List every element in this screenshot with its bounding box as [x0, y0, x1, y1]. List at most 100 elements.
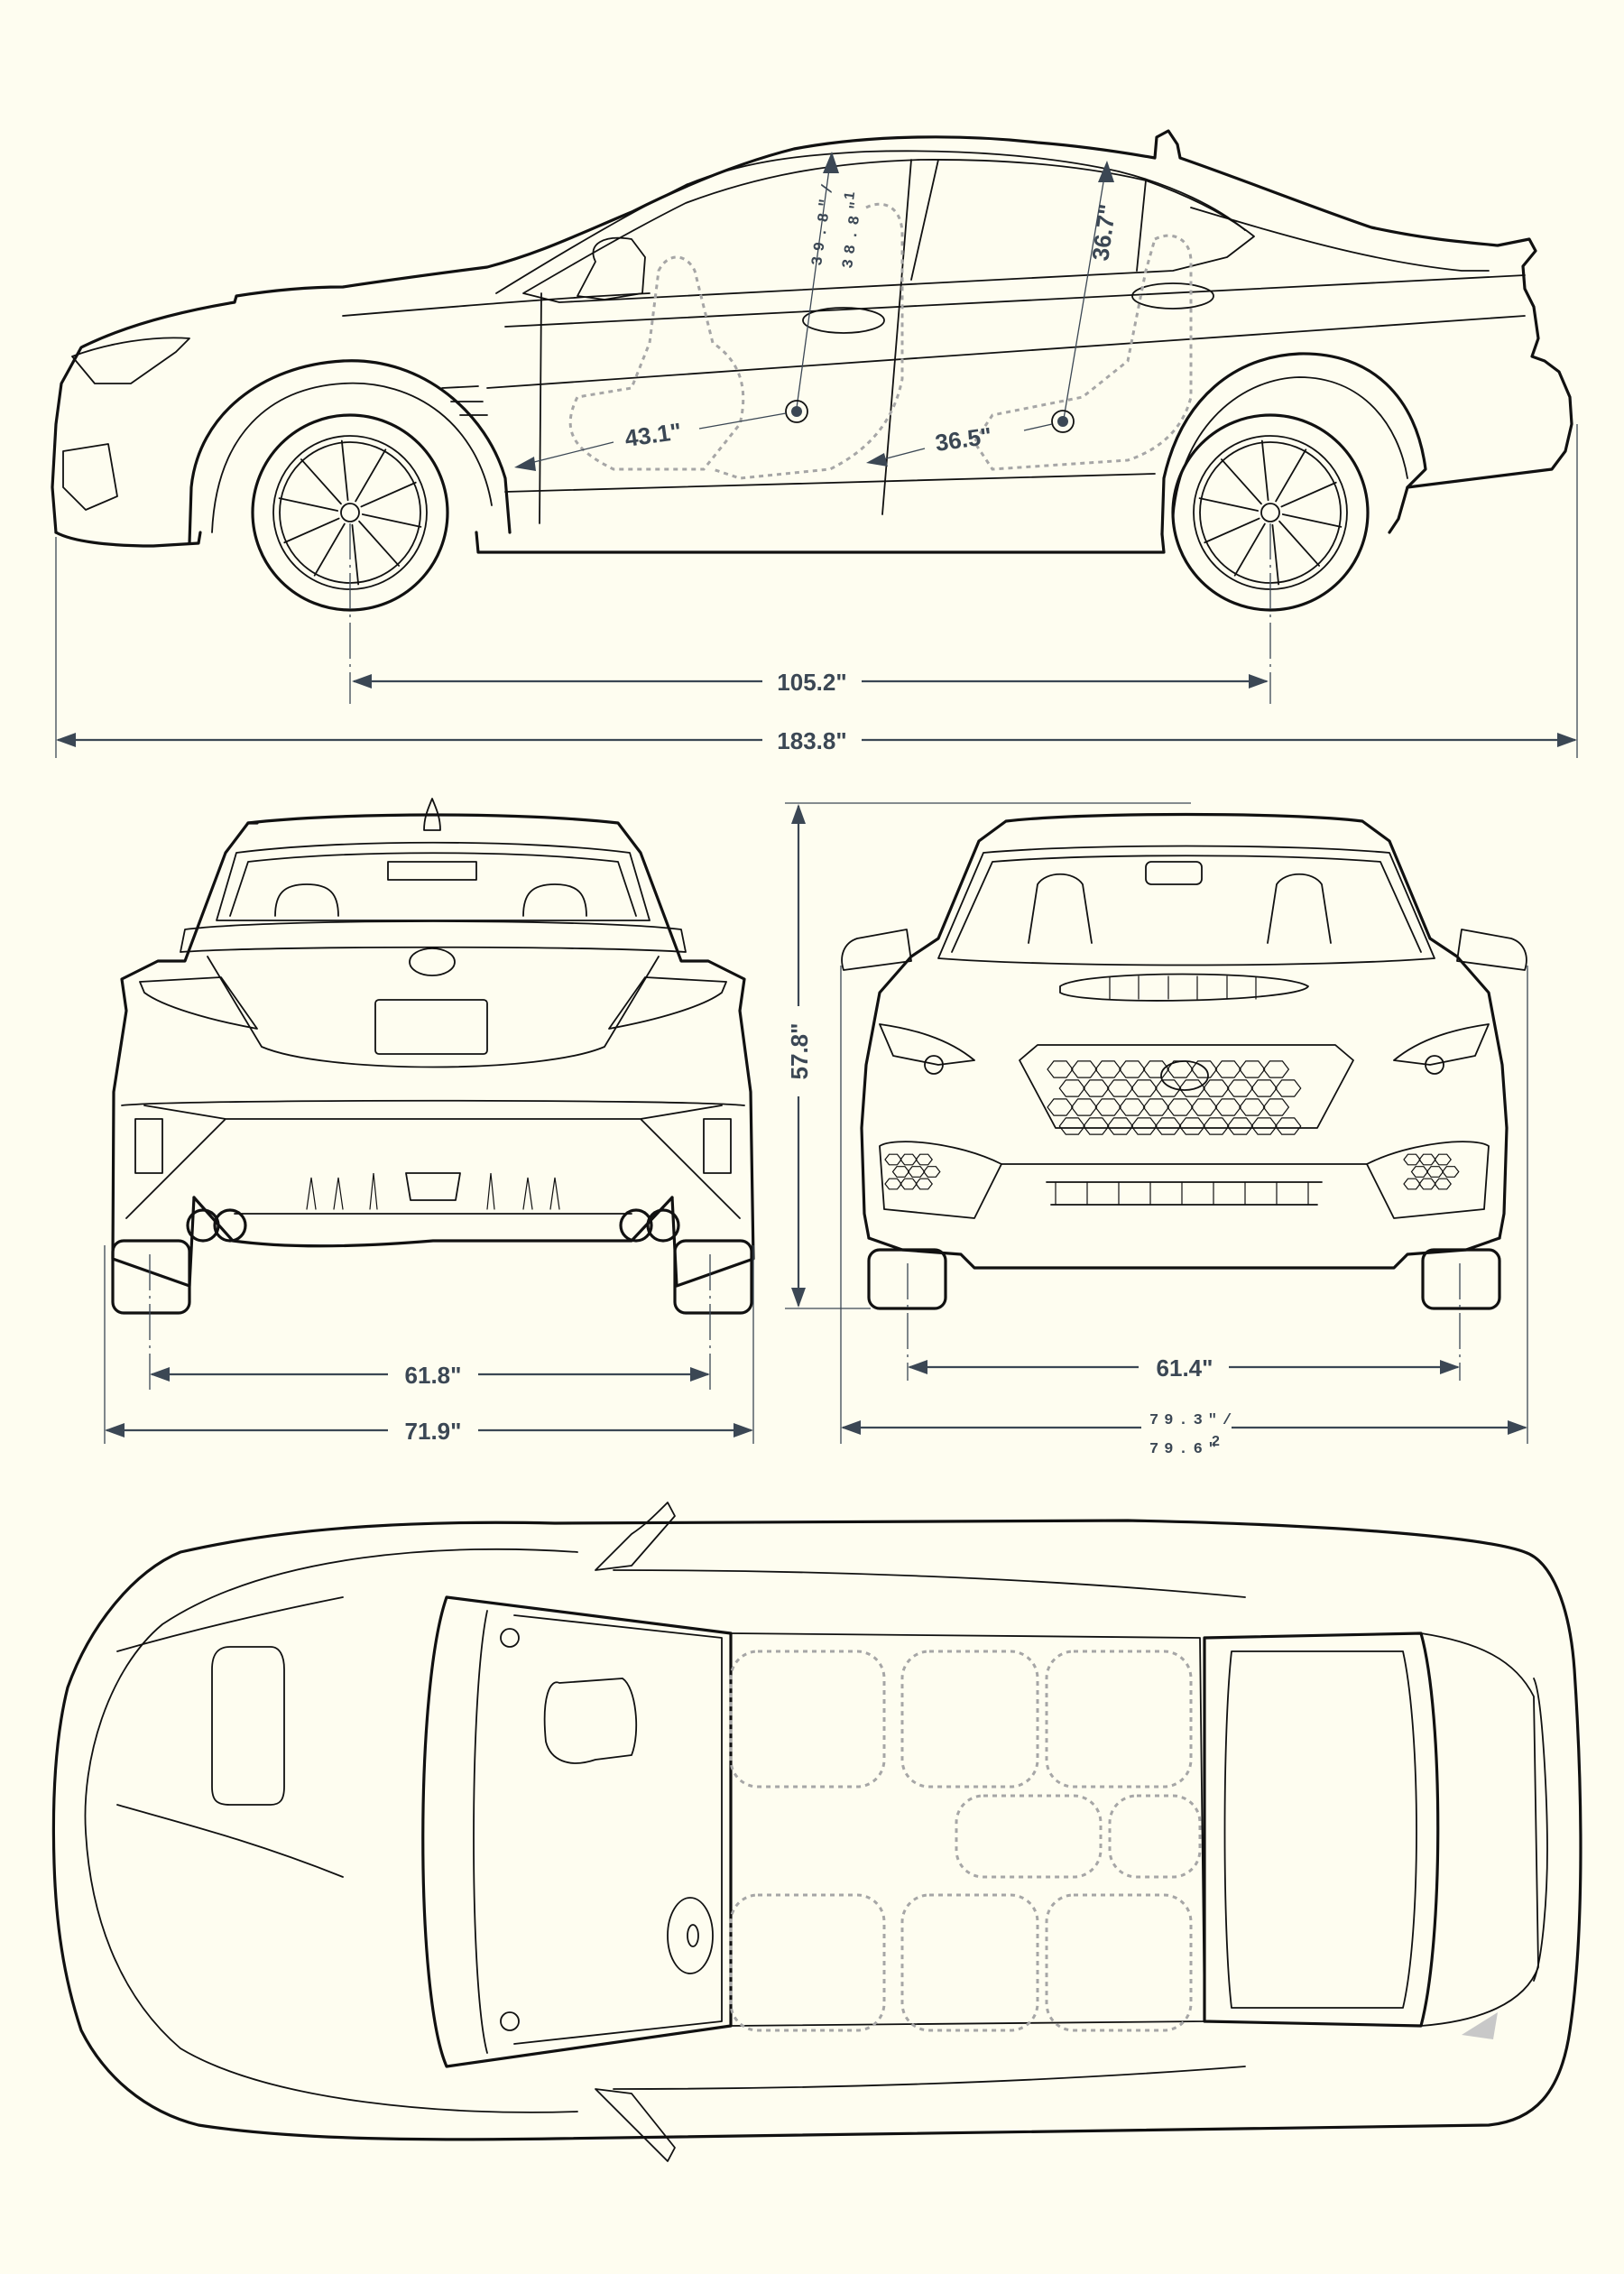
hex-cell	[1250, 1117, 1278, 1135]
side-beltline	[504, 274, 1526, 328]
wheel-spoke	[278, 497, 339, 512]
rear-headroom-arrow	[1098, 161, 1114, 182]
hex-cell	[1426, 1166, 1444, 1178]
front-hip-point-dot	[791, 406, 802, 417]
hex-cell	[1190, 1060, 1218, 1078]
front-legroom-arrow	[514, 457, 536, 471]
top-left-mirror	[595, 1502, 676, 1571]
wheel-spoke	[1220, 458, 1262, 505]
windshield-inner	[951, 855, 1422, 953]
shark-fin-antenna	[423, 798, 441, 831]
top-windshield	[421, 1595, 733, 2068]
rear-left-reflector	[134, 1118, 163, 1174]
rear-wheel	[1171, 413, 1370, 612]
rear-legroom-line-2	[879, 448, 926, 461]
width-with-mirrors-label-1: 79.3"/	[1149, 1412, 1237, 1429]
top-hood-line	[84, 1548, 578, 2113]
hex-cell	[1058, 1079, 1086, 1097]
wheel-spoke	[340, 439, 349, 502]
rear-legroom-arrow	[866, 453, 888, 467]
rear-legroom-line	[1023, 423, 1053, 431]
front-hip-point	[785, 400, 808, 423]
hex-cell	[923, 1166, 941, 1178]
rear-right-reflector	[703, 1118, 732, 1174]
seat-ghost-outline	[900, 1893, 1039, 2032]
grille-hex-mesh	[1047, 1060, 1302, 1135]
rear-legroom-label: 36.5"	[934, 421, 994, 456]
hex-cell	[1434, 1178, 1452, 1190]
side-trunk-line	[1190, 207, 1490, 272]
passenger-seat	[1267, 873, 1332, 944]
front-left-headlight	[879, 1023, 975, 1066]
front-right-mirror	[1456, 929, 1527, 971]
top-right-mirror	[595, 2088, 676, 2162]
fender-vents	[441, 385, 488, 416]
hex-cell	[1083, 1079, 1110, 1097]
driver-seat	[1028, 873, 1093, 944]
hex-cell	[1203, 1117, 1230, 1135]
rear-window	[216, 841, 651, 921]
top-steering-hub	[687, 1924, 699, 1947]
lower-intake	[1001, 1163, 1368, 1206]
hex-cell	[1262, 1098, 1290, 1116]
wheel-spoke	[358, 520, 401, 567]
front-right-fog-surround	[1366, 1141, 1490, 1219]
wheel-spoke	[351, 523, 360, 586]
hex-cell	[1047, 1098, 1074, 1116]
wheel-spoke	[1281, 513, 1343, 528]
side-c-pillar	[1136, 180, 1147, 272]
rear-left-taillight	[139, 976, 258, 1030]
hex-cell	[915, 1153, 933, 1166]
front-body-outline	[860, 812, 1509, 1240]
hex-cell	[1178, 1079, 1206, 1097]
side-mirror	[577, 236, 646, 300]
wheelbase-dimension: 105.2"	[352, 666, 1269, 697]
side-fog-light	[62, 443, 118, 511]
top-wiper-pivot-1	[500, 1628, 520, 1648]
hex-cell	[884, 1178, 902, 1190]
overall-height-label: 57.8"	[786, 1023, 813, 1080]
front-emblem	[1160, 1060, 1209, 1091]
seat-ghost-outline	[1108, 1794, 1202, 1879]
seat-ghost-outline	[729, 1650, 886, 1789]
front-legroom-line	[698, 412, 787, 430]
rear-left-headrest	[274, 883, 339, 917]
hex-cell	[1154, 1117, 1182, 1135]
front-right-headlight-lens	[1425, 1055, 1444, 1075]
hex-cell	[1226, 1117, 1254, 1135]
exhaust-tip-2	[213, 1208, 247, 1243]
seat-ghost-outline	[900, 1650, 1039, 1789]
top-seat-outlines	[729, 1650, 1202, 2032]
hex-cell	[1262, 1060, 1290, 1078]
hex-cell	[1094, 1098, 1121, 1116]
hex-cell	[1418, 1178, 1436, 1190]
rear-view-mirror	[387, 861, 477, 881]
rear-window-inner	[229, 852, 637, 917]
rear-right-tire	[673, 1239, 753, 1315]
rear-left-tire	[111, 1239, 191, 1315]
hex-cell	[1094, 1060, 1121, 1078]
front-legroom-label: 43.1"	[623, 417, 684, 451]
front-view: 57.8" 61.4" 79.3"/ 79.6" 2	[783, 802, 1528, 1462]
hex-cell	[1130, 1079, 1158, 1097]
rear-arch-inner	[1172, 376, 1408, 524]
hex-cell	[884, 1153, 902, 1166]
hex-cell	[907, 1166, 926, 1178]
overall-width-label: 71.9"	[405, 1418, 462, 1445]
side-greenhouse	[522, 159, 1255, 303]
hex-cell	[1142, 1098, 1170, 1116]
hex-cell	[1403, 1153, 1421, 1166]
rear-right-taillight	[608, 976, 727, 1030]
side-view: 43.1" 36.5" 39.8"/ 38.8" 1 36.7" 105.2" …	[51, 129, 1578, 758]
hex-cell	[1250, 1079, 1278, 1097]
front-seat-outline	[568, 255, 745, 471]
front-headroom-label-2: 38.8"	[840, 195, 867, 270]
rear-emblem	[409, 948, 456, 976]
hex-cell	[1274, 1117, 1302, 1135]
rear-license-plate	[374, 999, 488, 1055]
fog-hex-mesh	[884, 1153, 1460, 1190]
front-grille	[1019, 1044, 1354, 1129]
hex-cell	[1403, 1178, 1421, 1190]
top-view	[51, 1502, 1582, 2162]
